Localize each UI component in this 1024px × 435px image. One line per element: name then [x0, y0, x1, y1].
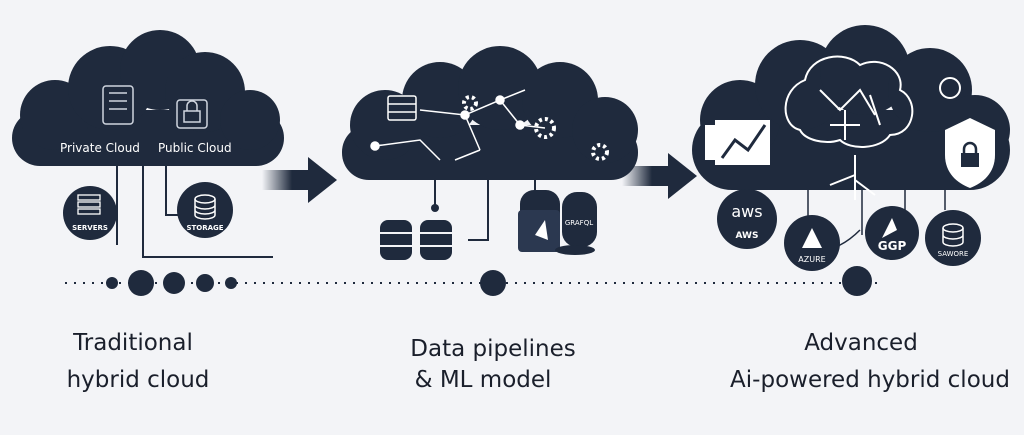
svg-text:AWS: AWS	[736, 231, 759, 241]
timeline-dot	[842, 266, 872, 296]
network-graph-icon	[370, 89, 546, 161]
caption-traditional-line1: Traditional	[73, 330, 193, 356]
svg-text:STORAGE: STORAGE	[186, 224, 223, 232]
server-rack-icon	[102, 85, 134, 125]
azure-node: AZURE	[784, 215, 840, 271]
provider-lines	[807, 190, 946, 251]
connector-lines	[116, 165, 273, 258]
database-icon	[194, 194, 216, 220]
brain-icon	[784, 55, 914, 200]
svg-text:SERVERS: SERVERS	[72, 224, 108, 232]
servers-node: SERVERS	[63, 186, 117, 240]
gcp-node: GGP	[865, 206, 919, 260]
svg-text:GRAFQL: GRAFQL	[565, 219, 593, 227]
svg-text:SAWORE: SAWORE	[938, 250, 969, 258]
aws-node: aws AWS	[717, 189, 777, 249]
svg-text:GGP: GGP	[878, 239, 907, 253]
analytics-chart-icon	[705, 120, 770, 165]
caption-traditional-line2: hybrid cloud	[66, 367, 210, 393]
arrow-right-icon	[262, 157, 337, 203]
data-pipeline-cloud	[342, 46, 638, 180]
database-stack-icon	[380, 220, 452, 260]
ml-model-icons: GRAFQL	[518, 190, 597, 255]
gear-icon	[462, 95, 609, 161]
public-cloud-label: Public Cloud	[158, 141, 232, 155]
svg-text:aws: aws	[731, 202, 762, 221]
svg-text:AZURE: AZURE	[798, 255, 825, 264]
traditional-cloud	[12, 30, 284, 166]
caption-pipelines-line2: & ML model	[414, 367, 552, 393]
timeline-dot	[480, 270, 506, 296]
timeline-dot	[196, 274, 214, 292]
shield-lock-icon	[945, 118, 995, 188]
timeline-dot	[225, 277, 237, 289]
caption-pipelines-line1: Data pipelines	[410, 336, 576, 362]
arrow-right-icon	[622, 153, 697, 199]
storage-node: STORAGE	[177, 182, 233, 238]
timeline-dot	[163, 272, 185, 294]
private-cloud-label: Private Cloud	[60, 141, 140, 155]
pipeline-node	[431, 204, 439, 212]
caption-advanced-line2: Ai-powered hybrid cloud	[730, 367, 1010, 393]
pipeline-lines	[434, 180, 536, 241]
caption-advanced-line1: Advanced	[804, 330, 918, 356]
storage-node: SAWORE	[925, 210, 981, 266]
check-icon	[939, 77, 961, 99]
timeline-dot	[106, 277, 118, 289]
timeline-dot	[128, 270, 154, 296]
timeline-dots	[106, 266, 872, 296]
lock-icon	[176, 99, 208, 129]
